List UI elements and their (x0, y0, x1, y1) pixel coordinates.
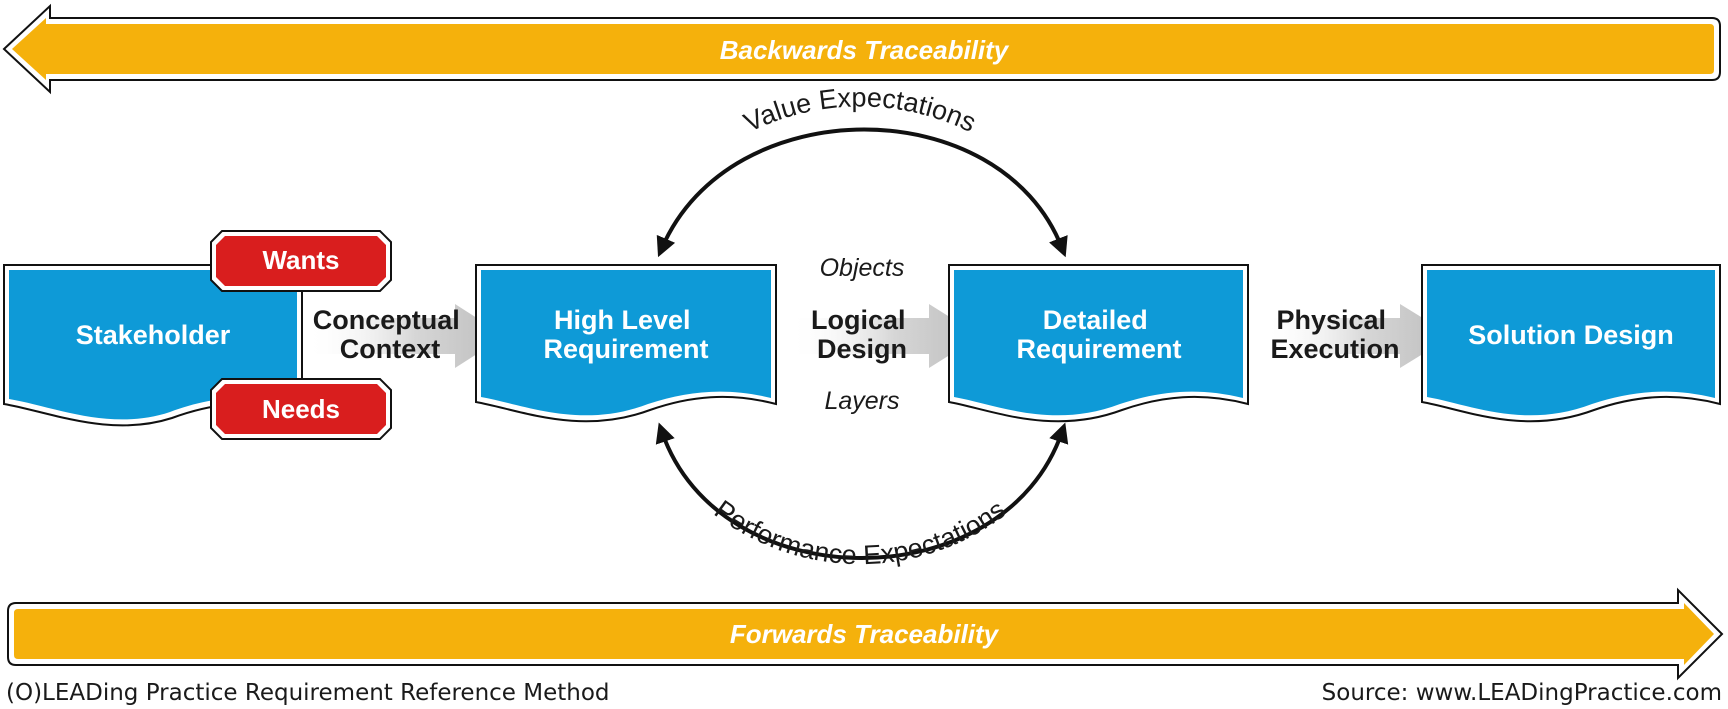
performance-expectations-arc (655, 422, 1069, 560)
detailed-line-2: Requirement (1016, 334, 1181, 364)
high-level-line-2: Requirement (543, 334, 708, 364)
physical-execution-label: Physical Execution (1270, 305, 1399, 364)
physical-line-1: Physical (1276, 305, 1386, 335)
value-expectations-arc (656, 127, 1068, 258)
wants-tag: Wants (210, 230, 392, 292)
performance-expectations-text: Performance Expectations (709, 494, 1011, 570)
logical-design-arrow (790, 304, 980, 368)
high-level-requirement-label: High Level Requirement (543, 305, 708, 364)
detailed-line-1: Detailed (1043, 305, 1148, 335)
physical-line-2: Execution (1270, 334, 1399, 364)
detailed-requirement-label: Detailed Requirement (1016, 305, 1181, 364)
backwards-traceability-label: Backwards Traceability (720, 35, 1010, 65)
conceptual-context-label: Conceptual Context (313, 305, 468, 364)
needs-label: Needs (262, 394, 340, 424)
physical-execution-arrow (1264, 304, 1452, 368)
high-level-line-1: High Level (554, 305, 691, 335)
solution-design-label: Solution Design (1468, 320, 1674, 350)
layers-label: Layers (824, 387, 899, 415)
backwards-traceability-arrow: Backwards Traceability (2, 3, 1721, 95)
performance-expectations-label: Performance Expectations (709, 494, 1011, 570)
footer-source-label: Source: www.LEADingPractice.com (1321, 680, 1722, 706)
conceptual-line-2: Context (340, 334, 441, 364)
logical-line-1: Logical (811, 305, 906, 335)
forwards-traceability-label: Forwards Traceability (730, 619, 1000, 649)
footer-method-label: (O)LEADing Practice Requirement Referenc… (6, 680, 610, 706)
conceptual-context-arrow (306, 304, 505, 368)
conceptual-line-1: Conceptual (313, 305, 460, 335)
stakeholder-label: Stakeholder (76, 320, 231, 350)
wants-label: Wants (262, 245, 339, 275)
logical-line-2: Design (817, 334, 907, 364)
forwards-traceability-arrow: Forwards Traceability (7, 587, 1724, 681)
logical-design-label: Logical Design (811, 305, 913, 364)
high-level-requirement-box: High Level Requirement (475, 264, 777, 423)
detailed-requirement-box: Detailed Requirement (948, 264, 1249, 423)
needs-tag: Needs (210, 378, 392, 440)
solution-design-box: Solution Design (1421, 264, 1721, 423)
objects-label: Objects (820, 254, 905, 282)
